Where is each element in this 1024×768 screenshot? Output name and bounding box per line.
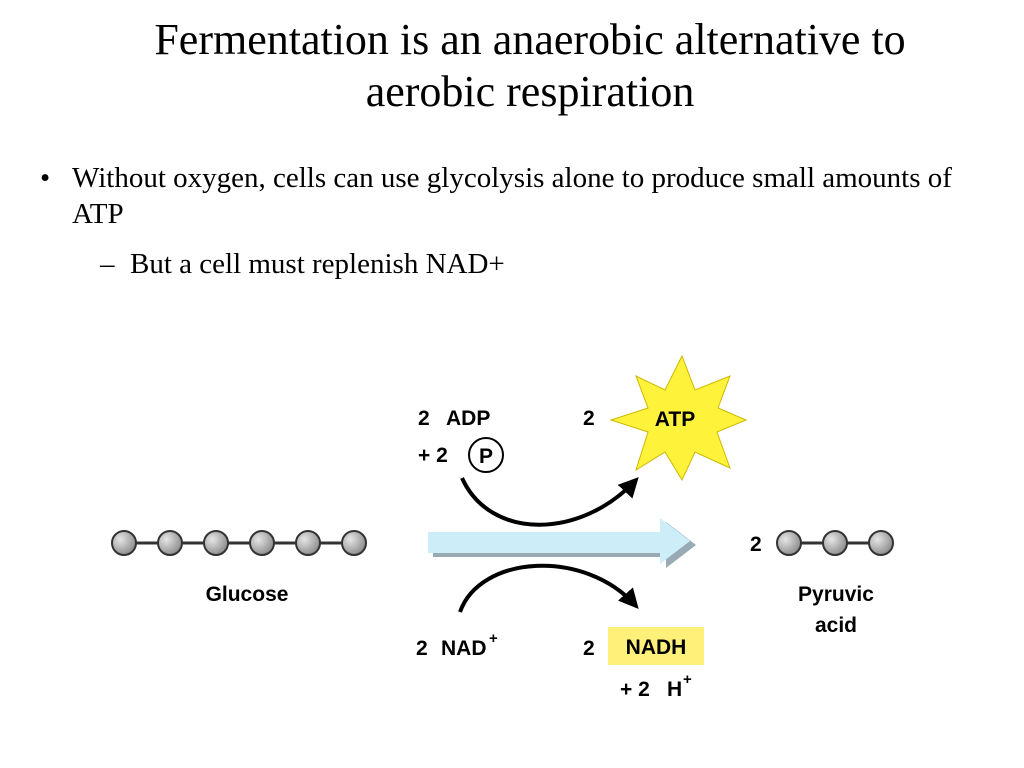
phosphate-circle (468, 437, 504, 473)
phosphate-coefficient: + 2 (418, 444, 448, 467)
bullet-2-text: But a cell must replenish NAD+ (130, 248, 505, 280)
pyruvic-label-line-2: acid (815, 614, 857, 637)
hydrogen-label: H (667, 678, 682, 701)
atp-coefficient: 2 (583, 407, 595, 430)
hydrogen-coefficient: + 2 (620, 678, 650, 701)
nad-coefficient: 2 (416, 637, 428, 660)
nadh-label: NADH (626, 636, 687, 659)
nad-superscript: + (489, 630, 498, 647)
atp-label: ATP (655, 408, 695, 431)
nad-curved-arrow (458, 563, 639, 613)
glucose-molecule (111, 530, 367, 556)
pyruvic-carbon (822, 530, 848, 556)
glucose-label: Glucose (206, 583, 289, 606)
glucose-carbon (111, 530, 137, 556)
glucose-carbon (203, 530, 229, 556)
reaction-arrow-body (428, 518, 690, 564)
adp-label: ADP (446, 407, 490, 430)
bullet-marker: • (40, 162, 51, 194)
glucose-carbon (341, 530, 367, 556)
reaction-arrow (428, 518, 696, 568)
nadh-coefficient: 2 (583, 637, 595, 660)
pyruvic-coefficient: 2 (750, 533, 762, 556)
bullet-item-2: – But a cell must replenish NAD+ (40, 246, 980, 282)
bullet-list: • Without oxygen, cells can use glycolys… (40, 160, 980, 282)
title-line-2: aerobic respiration (365, 67, 695, 116)
nadh-highlight-box (608, 627, 704, 665)
bullet-item-1: • Without oxygen, cells can use glycolys… (40, 160, 980, 232)
pyruvic-label-line-1: Pyruvic (798, 583, 874, 606)
pyruvic-molecule (776, 530, 894, 556)
pyruvic-carbon (868, 530, 894, 556)
atp-curved-arrow (460, 477, 639, 527)
pyruvic-carbon (776, 530, 802, 556)
title-line-1: Fermentation is an anaerobic alternative… (154, 15, 906, 64)
adp-coefficient: 2 (418, 407, 430, 430)
sub-bullet-marker: – (100, 248, 115, 280)
nad-label: NAD (441, 637, 487, 660)
bullet-1-text: Without oxygen, cells can use glycolysis… (72, 162, 952, 230)
phosphate-label: P (479, 445, 493, 468)
glucose-carbon (295, 530, 321, 556)
slide-title: Fermentation is an anaerobic alternative… (60, 14, 1000, 118)
glucose-carbon (157, 530, 183, 556)
atp-starburst (609, 354, 748, 482)
hydrogen-superscript: + (683, 671, 692, 688)
glucose-carbon (249, 530, 275, 556)
